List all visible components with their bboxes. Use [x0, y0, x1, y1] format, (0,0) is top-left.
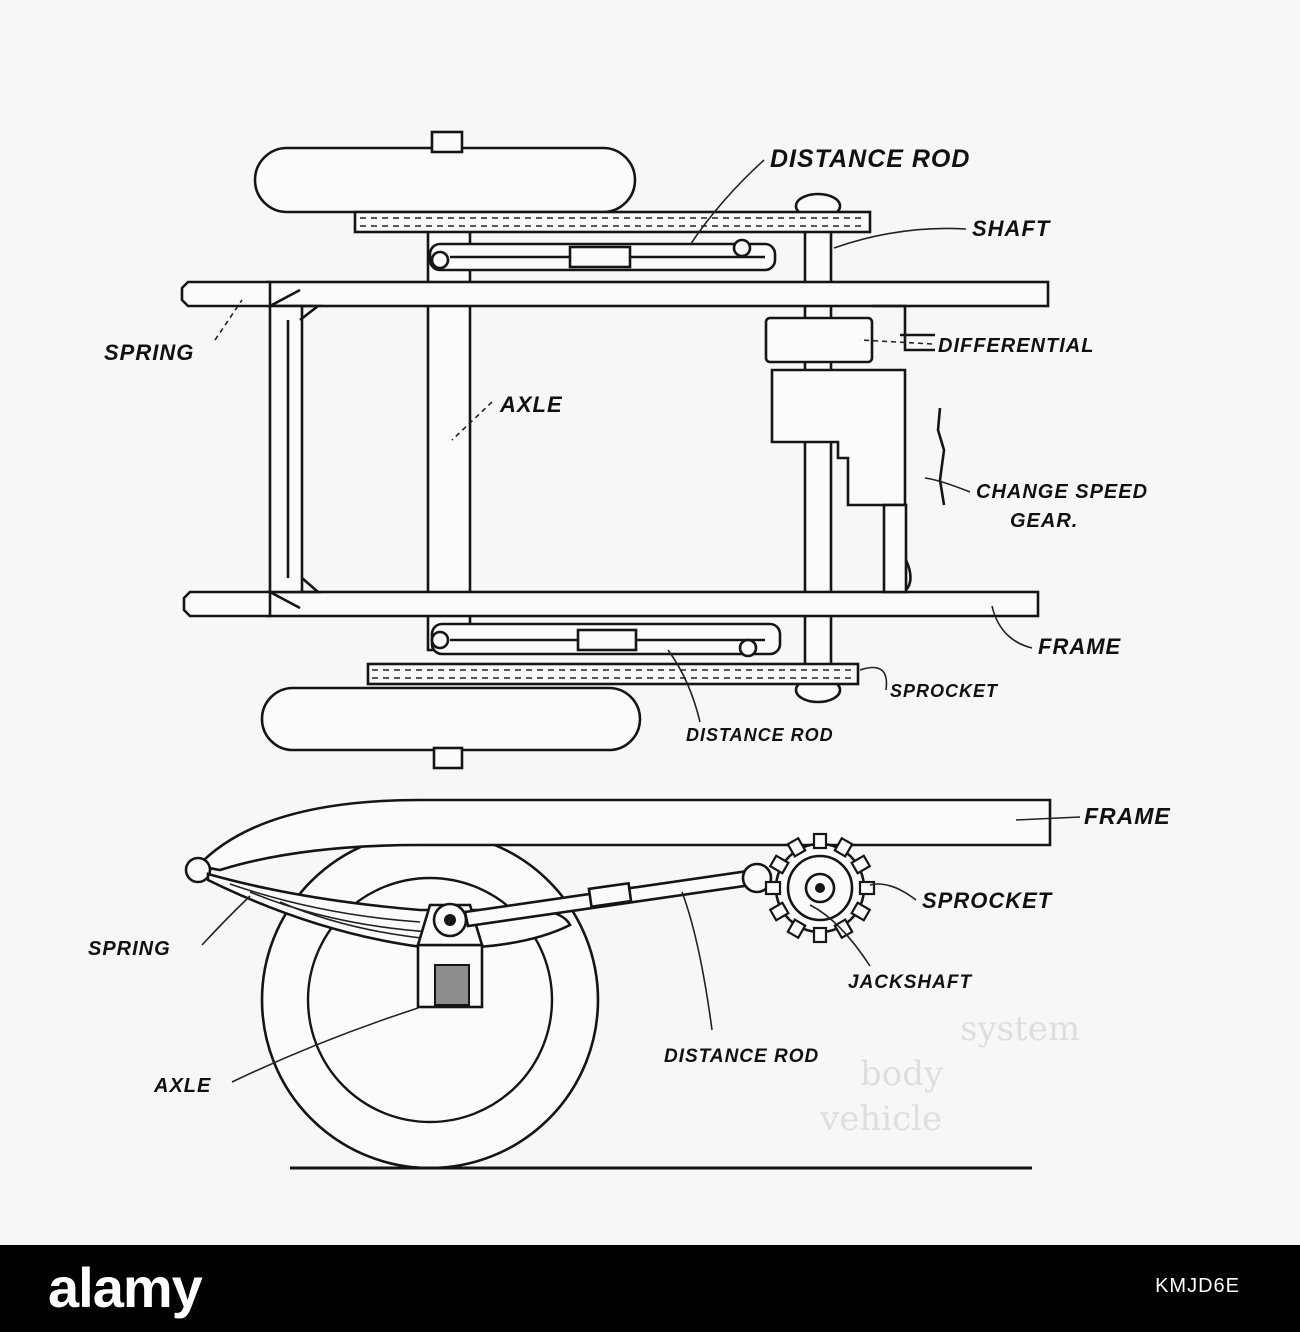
plan-view: [180, 130, 1050, 770]
svg-text:system: system: [960, 1009, 1080, 1049]
side-view: [184, 798, 1052, 1170]
watermark-bar: alamy KMJD6E: [0, 1245, 1300, 1332]
upper-spring-end: [180, 280, 272, 308]
image-code: KMJD6E: [1155, 1275, 1240, 1297]
sprocket-tooth: [764, 880, 782, 896]
side-distance-rod: [463, 862, 773, 928]
sprocket-tooth: [850, 854, 872, 875]
label-frame-side: FRAME: [1084, 803, 1171, 829]
lower-chain: [366, 662, 860, 686]
label-jackshaft: JACKSHAFT: [848, 972, 972, 993]
diagram-page: system body vehicle: [88, 130, 1171, 1170]
axle-end-bottom: [432, 746, 464, 770]
sprocket-tooth: [833, 836, 854, 858]
sprocket-tooth: [786, 918, 807, 940]
label-change-speed-gear-1: CHANGE SPEED: [976, 481, 1148, 503]
axle-hatch: [434, 964, 470, 1006]
change-speed-gear-housing: [770, 368, 907, 507]
label-axle-side: AXLE: [153, 1075, 211, 1097]
spring-eye: [184, 856, 212, 884]
leaf-spring: [206, 872, 572, 950]
label-sprocket-top: SPROCKET: [890, 681, 999, 701]
label-sprocket-side: SPROCKET: [922, 888, 1053, 913]
sprocket-tooth: [768, 854, 790, 875]
upper-frame-rail: [266, 280, 1050, 308]
sprocket-tooth: [768, 901, 790, 922]
differential-housing: [764, 316, 874, 364]
label-differential: DIFFERENTIAL: [938, 335, 1094, 357]
side-view-labels: FRAME SPROCKET SPRING JACKSHAFT DISTANCE…: [88, 803, 1171, 1097]
label-distance-rod-side: DISTANCE ROD: [664, 1046, 819, 1067]
sprocket-tooth: [812, 832, 828, 850]
label-spring-side: SPRING: [88, 938, 171, 960]
label-distance-rod-mid: DISTANCE ROD: [686, 725, 834, 745]
sprocket-tooth: [850, 901, 872, 922]
side-frame: [195, 798, 1052, 872]
svg-text:body: body: [860, 1054, 944, 1094]
axle-end-top: [430, 130, 464, 154]
cross-member: [268, 304, 304, 594]
alamy-logo: alamy: [48, 1256, 203, 1319]
label-change-speed-gear-2: GEAR.: [1010, 510, 1078, 532]
upper-chain: [353, 210, 872, 234]
label-axle-top: AXLE: [499, 392, 563, 417]
sprocket-tooth: [812, 926, 828, 944]
chassis-diagram: system body vehicle: [88, 130, 1171, 1170]
plan-view-labels: DISTANCE ROD SHAFT SPRING DIFFERENTIAL A…: [104, 145, 1148, 745]
label-distance-rod-top: DISTANCE ROD: [770, 145, 970, 173]
label-spring-top: SPRING: [104, 340, 194, 365]
sprocket-tooth: [786, 836, 807, 858]
lower-distance-rod: [430, 622, 782, 658]
upper-distance-rod: [428, 238, 777, 272]
lower-spring-end: [182, 590, 272, 618]
upper-tire: [253, 146, 637, 214]
svg-text:vehicle: vehicle: [819, 1099, 942, 1139]
bleed-through-text: system body vehicle: [819, 1009, 1080, 1139]
label-shaft: SHAFT: [972, 216, 1051, 241]
label-frame-top: FRAME: [1038, 634, 1122, 659]
lower-tire: [260, 686, 642, 752]
lower-frame-rail: [266, 590, 1040, 618]
gear-shaft: [882, 503, 908, 594]
side-sprocket: [774, 842, 866, 934]
sprocket-teeth: [764, 832, 876, 944]
